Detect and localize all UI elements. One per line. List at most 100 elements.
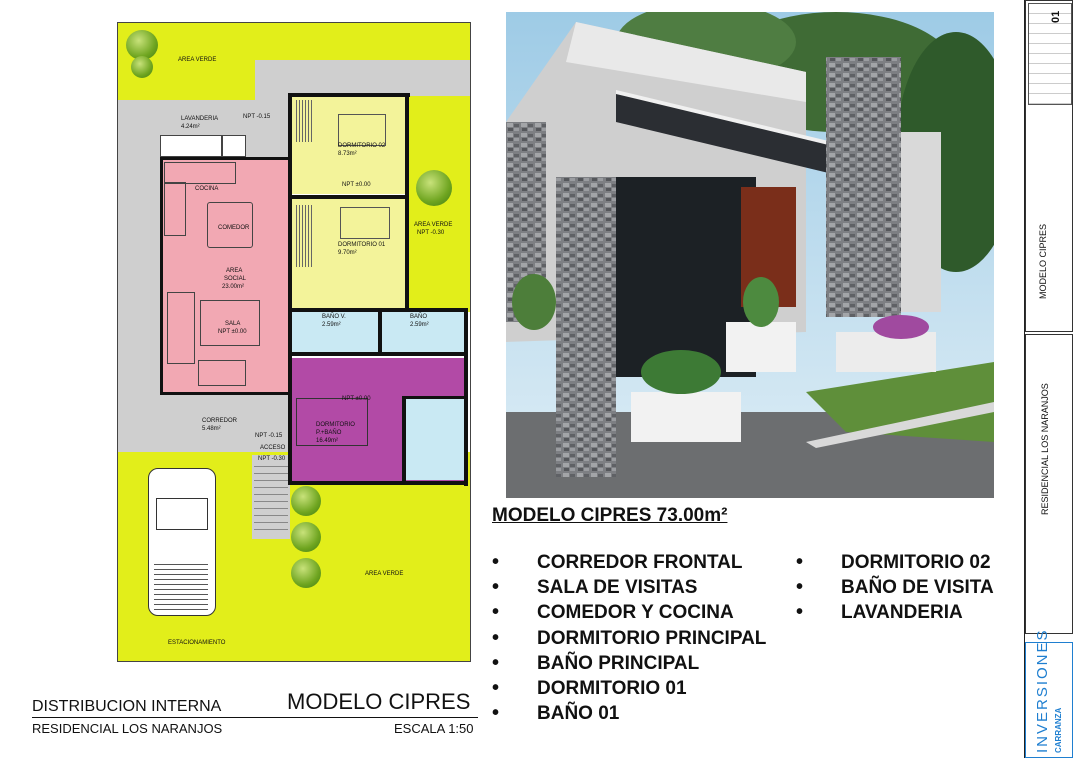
label-sala-npt: NPT ±0.00 <box>218 329 247 335</box>
label-dorm02: DORMITORIO 02 <box>338 143 386 149</box>
wall <box>402 396 466 399</box>
label-comedor: COMEDOR <box>218 225 250 231</box>
label-dorm01-m2: 9.70m² <box>338 250 357 256</box>
project-model: MODELO CIPRES <box>1038 223 1048 299</box>
closet-02 <box>294 100 314 142</box>
label-npt-lav: NPT -0.15 <box>243 114 271 120</box>
wall <box>378 310 382 354</box>
house-render-illustration <box>506 12 994 498</box>
label-area-social-2: SOCIAL <box>224 276 247 282</box>
wall <box>288 481 468 485</box>
label-bano-m2: 2.59m² <box>410 322 429 328</box>
label-dorm01: DORMITORIO 01 <box>338 242 386 248</box>
car-bed <box>154 560 208 610</box>
label-bano: BAÑO <box>410 314 428 320</box>
label-area-verde-right: AREA VERDE <box>414 222 453 228</box>
feature-item: DORMITORIO PRINCIPAL <box>492 626 766 651</box>
label-area-social-m2: 23.00m² <box>222 284 245 290</box>
wall <box>288 195 408 199</box>
bathroom-visit <box>290 312 378 352</box>
label-lavanderia: LAVANDERIA <box>181 116 219 122</box>
kitchen-counter-side <box>164 182 186 236</box>
label-area-verde-top: AREA VERDE <box>178 57 217 63</box>
bathroom-01 <box>382 312 466 352</box>
living-rug <box>200 300 260 346</box>
wall <box>160 157 290 160</box>
label-npt-acceso: NPT -0.30 <box>258 456 286 462</box>
label-lavanderia-area: 4.24m² <box>181 124 200 130</box>
wall <box>288 93 292 485</box>
plan-model-name: MODELO CIPRES <box>287 689 471 714</box>
tree-icon <box>126 30 158 60</box>
bed-02 <box>338 114 386 146</box>
tree-icon <box>291 558 321 588</box>
feature-item: BAÑO PRINCIPAL <box>492 651 766 676</box>
closet-01 <box>294 205 314 267</box>
house-render <box>506 12 994 498</box>
label-dorm02-m2: 8.73m² <box>338 151 357 157</box>
plan-subtitle: RESIDENCIAL LOS NARANJOS <box>32 721 223 736</box>
tree-icon <box>291 486 321 516</box>
features-list-left: CORREDOR FRONTAL SALA DE VISITAS COMEDOR… <box>492 550 766 726</box>
features-list-right: DORMITORIO 02 BAÑO DE VISITA LAVANDERIA <box>796 550 994 626</box>
kitchen-counter <box>164 162 236 184</box>
feature-item: SALA DE VISITAS <box>492 575 766 600</box>
label-acceso: ACCESO <box>260 445 286 451</box>
tree-icon <box>416 170 452 206</box>
master-bed <box>296 398 368 446</box>
project-name: RESIDENCIAL LOS NARANJOS <box>1040 383 1050 515</box>
title-rule <box>32 717 478 718</box>
site-outline <box>117 22 471 662</box>
revision-table <box>1028 3 1072 105</box>
sofa <box>167 292 195 364</box>
feature-item: DORMITORIO 01 <box>492 676 766 701</box>
label-area-verde-bottom: AREA VERDE <box>365 571 404 577</box>
label-bano-v-m2: 2.59m² <box>322 322 341 328</box>
feature-item: BAÑO DE VISITA <box>796 575 994 600</box>
feature-item: CORREDOR FRONTAL <box>492 550 766 575</box>
steps-lines <box>254 460 288 536</box>
label-bano-v: BAÑO V. <box>322 314 346 320</box>
feature-item: LAVANDERIA <box>796 600 994 625</box>
label-area-social: AREA <box>226 268 243 274</box>
label-corredor-m2: 5.48m² <box>202 426 221 432</box>
title-block: 01 MODELO CIPRES RESIDENCIAL LOS NARANJO… <box>1024 0 1075 758</box>
feature-item: DORMITORIO 02 <box>796 550 994 575</box>
label-npt-corr: NPT -0.15 <box>255 433 283 439</box>
wall <box>160 392 290 395</box>
social-area <box>163 160 290 392</box>
label-dorm-p-2: P.+BAÑO <box>316 430 342 436</box>
sofa-2 <box>198 360 246 386</box>
wall <box>288 352 468 356</box>
brand-main: INVERSIONES <box>1034 628 1051 753</box>
model-heading: MODELO CIPRES 73.00m² <box>492 505 728 526</box>
bed-01 <box>340 207 390 239</box>
label-corredor: CORREDOR <box>202 418 238 424</box>
tree-icon <box>291 522 321 552</box>
sheet-number: 01 <box>1050 10 1062 23</box>
plan-title: DISTRIBUCION INTERNA <box>32 698 222 715</box>
laundry-sink <box>160 135 222 157</box>
master-bath <box>405 398 466 480</box>
dining-table <box>207 202 253 248</box>
brand-sub: CARRANZA <box>1054 707 1063 753</box>
title-block-project: RESIDENCIAL LOS NARANJOS <box>1025 334 1073 634</box>
label-sala: SALA <box>225 321 241 327</box>
tree-icon <box>131 56 153 78</box>
label-area-verde-right-npt: NPT -0.30 <box>417 230 445 236</box>
label-dorm-p: DORMITORIO <box>316 422 355 428</box>
label-estacionamiento: ESTACIONAMIENTO <box>168 640 226 646</box>
floor-plan: AREA VERDE LAVANDERIA 4.24m² NPT -0.15 C… <box>0 0 480 758</box>
brand-logo: INVERSIONES CARRANZA <box>1025 628 1073 758</box>
car-windshield <box>156 498 208 530</box>
label-npt-master: NPT ±0.00 <box>342 396 371 402</box>
wall <box>288 93 410 97</box>
label-dorm02-npt: NPT ±0.00 <box>342 182 371 188</box>
washer <box>222 135 246 157</box>
wall <box>405 93 409 311</box>
wall <box>402 396 406 482</box>
feature-item: BAÑO 01 <box>492 701 766 726</box>
wall <box>160 157 163 395</box>
wall <box>464 308 468 486</box>
plan-scale: ESCALA 1:50 <box>394 721 474 736</box>
